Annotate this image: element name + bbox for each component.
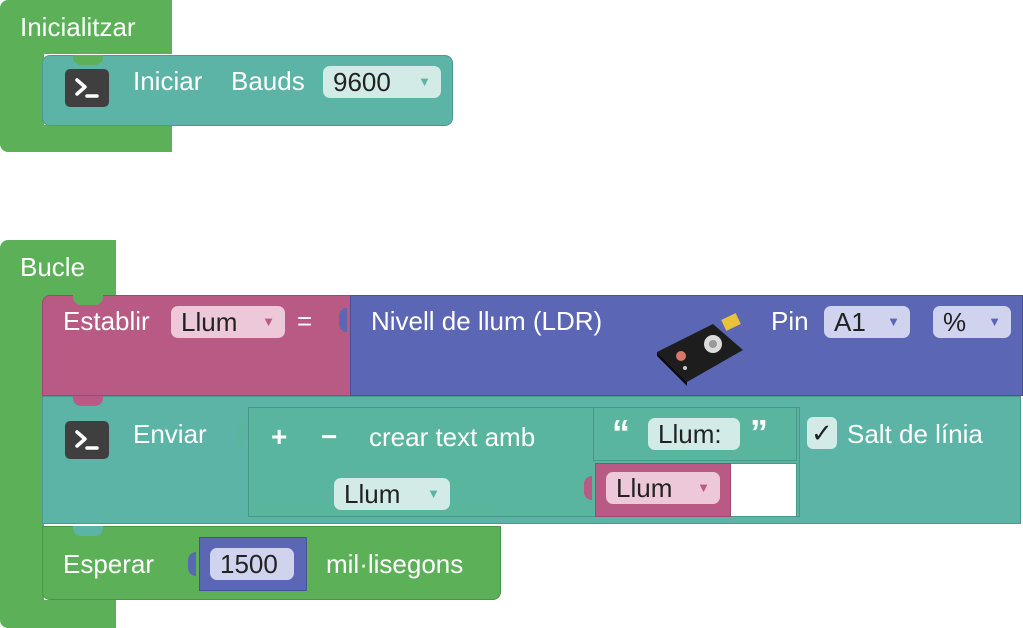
create-text-label: crear text amb [369, 422, 536, 452]
serial-begin-block[interactable]: Iniciar Bauds 9600 ▼ [42, 55, 453, 126]
unit-value: % [943, 307, 967, 337]
chevron-down-icon: ▼ [887, 314, 900, 329]
quote-open-icon: “ [612, 412, 630, 453]
wait-unit-label: mil·lisegons [326, 549, 464, 579]
loop-block-label: Bucle [20, 252, 86, 282]
wait-block[interactable]: Esperar 1500 mil·lisegons [42, 526, 501, 600]
text-value-field[interactable]: Llum: [648, 418, 740, 450]
add-item-button[interactable]: + [271, 421, 288, 452]
set-variable-label: Establir [63, 306, 150, 336]
wait-label: Esperar [63, 549, 155, 579]
bauds-label: Bauds [231, 66, 305, 96]
remove-item-button[interactable]: − [321, 421, 338, 452]
variable-item-2: Llum [616, 473, 673, 503]
variable-block[interactable]: Llum ▼ [584, 463, 731, 517]
variable-dropdown[interactable]: Llum ▼ [171, 306, 285, 338]
chevron-down-icon: ▼ [988, 314, 1001, 329]
terminal-icon [65, 69, 109, 107]
terminal-icon [65, 421, 109, 459]
bauds-value: 9600 [333, 67, 391, 97]
text-value: Llum: [658, 419, 722, 449]
wait-number-block[interactable]: 1500 [188, 537, 307, 591]
newline-checkbox[interactable]: ✓ [807, 417, 837, 449]
send-label: Enviar [133, 419, 207, 449]
ldr-sensor-block[interactable]: Nivell de llum (LDR) Pin A1 ▼ % ▼ [339, 295, 1023, 396]
init-block-label: Inicialitzar [20, 12, 136, 42]
pin-dropdown[interactable]: A1 ▼ [824, 306, 910, 338]
pin-value: A1 [834, 307, 866, 337]
set-variable-block[interactable]: Establir Llum ▼ = [42, 295, 352, 396]
variable-dropdown-2[interactable]: Llum ▼ [606, 472, 720, 504]
chevron-down-icon: ▼ [262, 314, 275, 329]
newline-label: Salt de línia [847, 419, 983, 449]
equals-sign: = [297, 306, 313, 336]
serial-begin-label: Iniciar [133, 66, 203, 96]
quote-close-icon: ” [750, 412, 768, 453]
init-block[interactable]: Inicialitzar [0, 0, 172, 152]
variable-dropdown-1[interactable]: Llum ▼ [334, 478, 450, 510]
bauds-dropdown[interactable]: 9600 ▼ [323, 66, 441, 98]
unit-dropdown[interactable]: % ▼ [933, 306, 1011, 338]
variable-name: Llum [181, 307, 238, 337]
ldr-module-image [651, 306, 751, 386]
ldr-sensor-label: Nivell de llum (LDR) [371, 306, 603, 336]
pin-label: Pin [771, 306, 809, 336]
serial-send-block[interactable]: Enviar + − crear text amb Llum ▼ “ Llum:… [42, 396, 1021, 524]
chevron-down-icon: ▼ [418, 74, 431, 89]
chevron-down-icon: ▼ [697, 480, 710, 495]
wait-value: 1500 [220, 549, 278, 579]
text-literal-block[interactable]: “ Llum: ” [582, 407, 797, 461]
loop-block[interactable]: Bucle [0, 240, 116, 628]
wait-value-field[interactable]: 1500 [210, 548, 294, 580]
variable-item-1: Llum [344, 479, 401, 509]
check-icon: ✓ [811, 418, 833, 448]
chevron-down-icon: ▼ [427, 486, 440, 501]
